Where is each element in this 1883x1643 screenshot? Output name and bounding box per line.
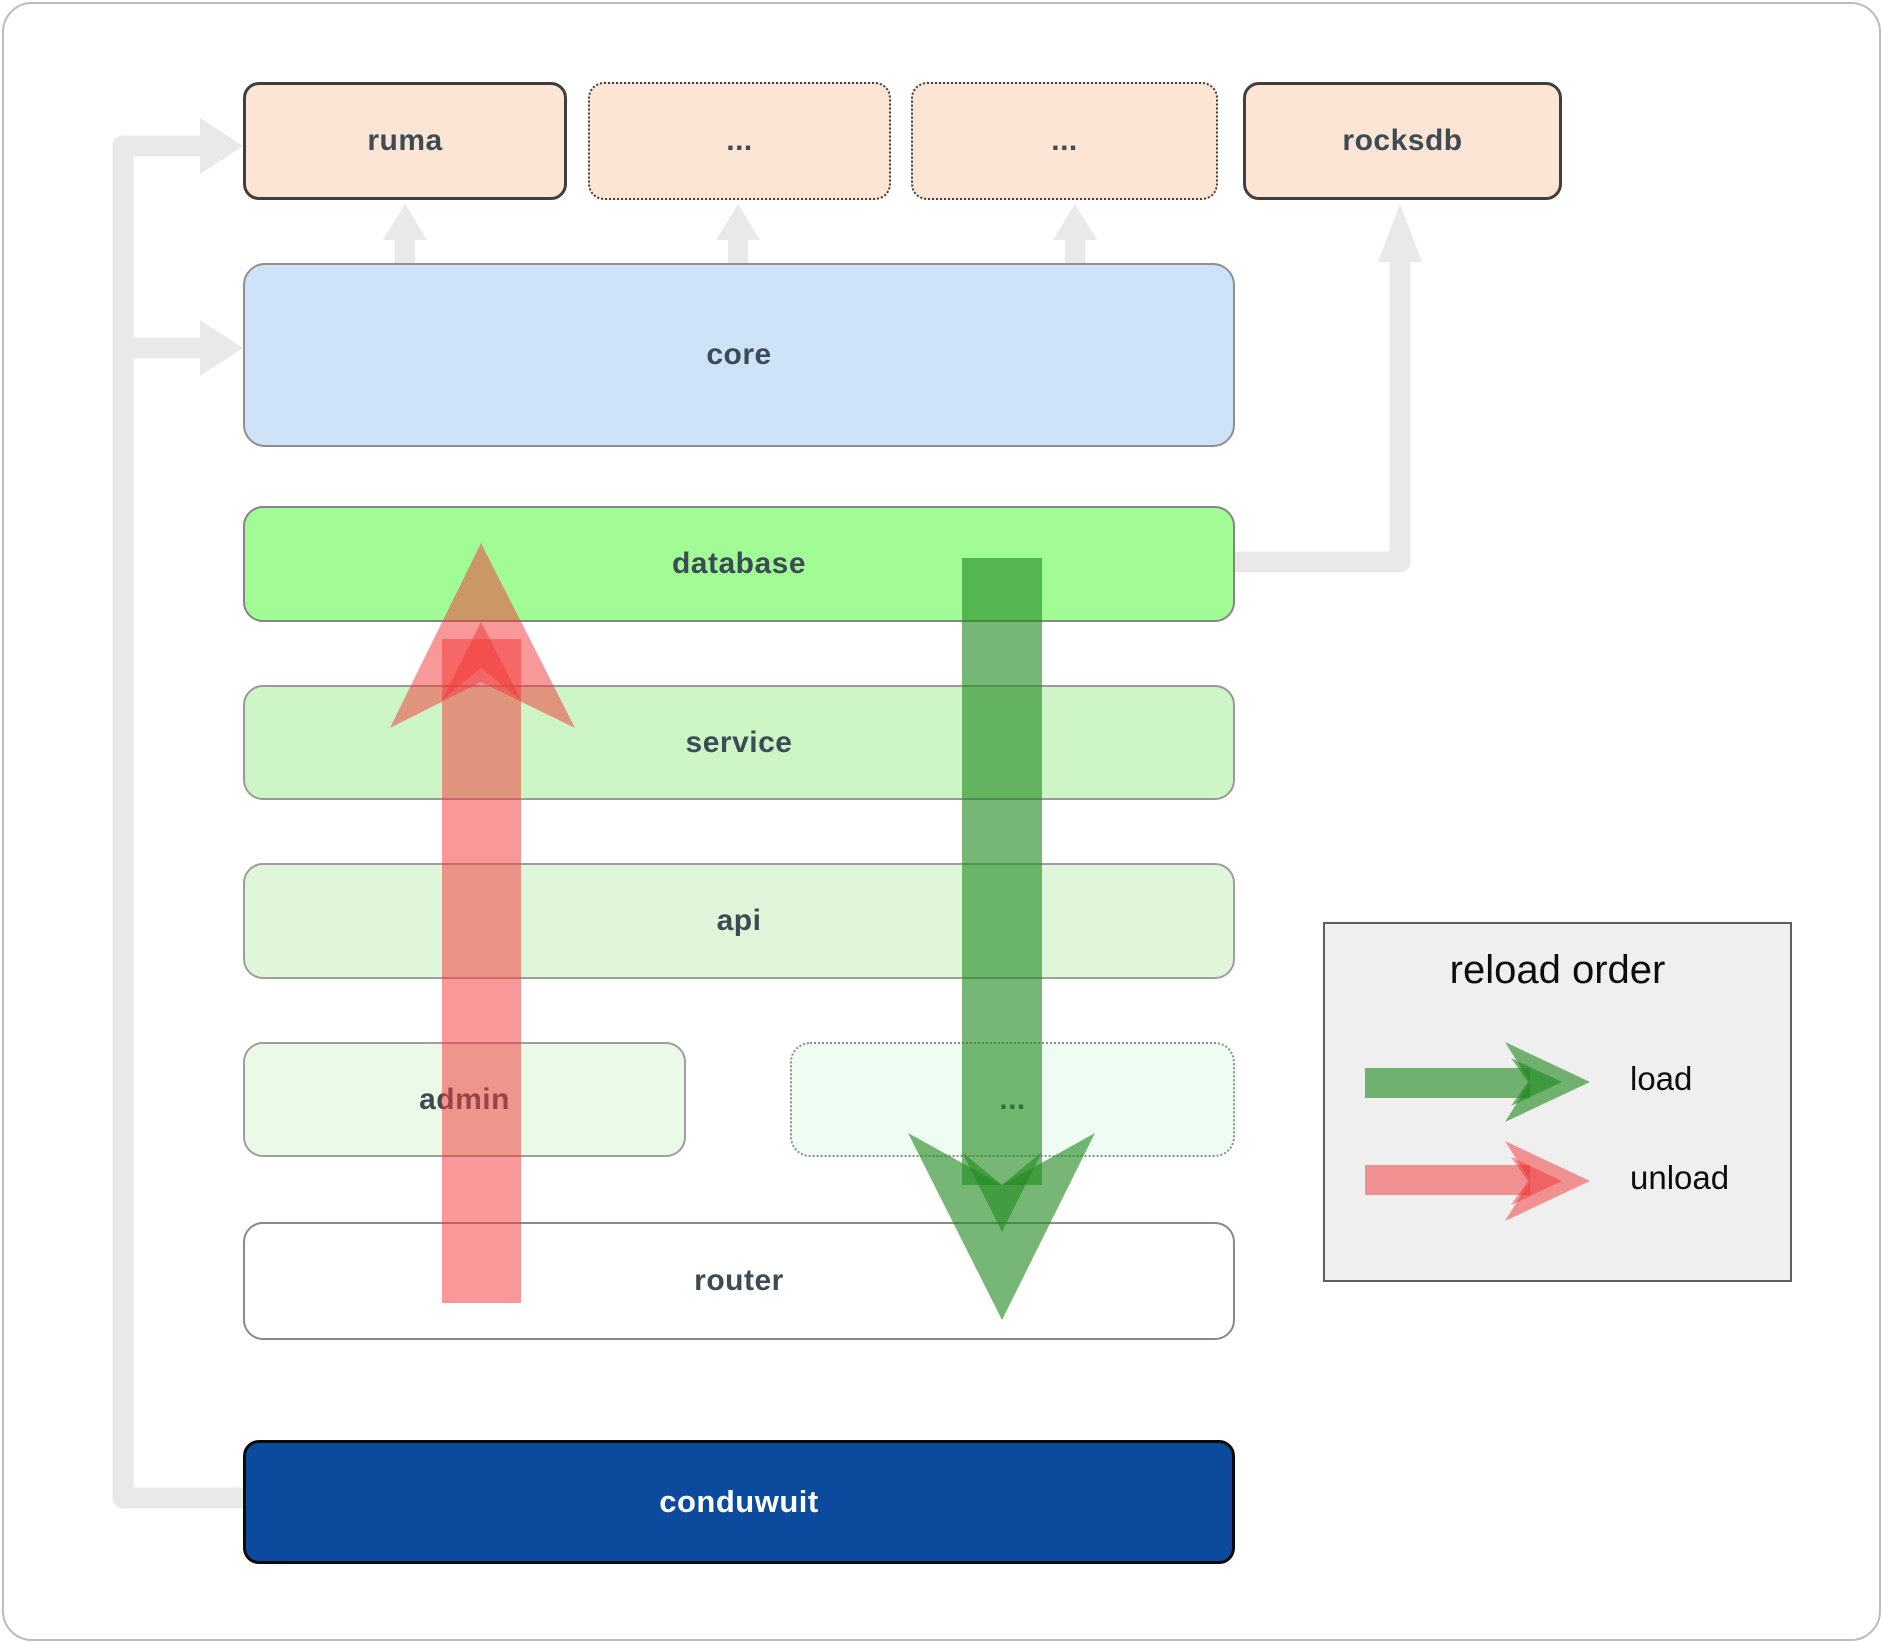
box-ellipsis-1-label: ...: [726, 124, 753, 157]
box-ruma-label: ruma: [367, 124, 443, 157]
box-ruma: ruma: [243, 82, 567, 200]
box-service: service: [243, 685, 1235, 800]
box-service-label: service: [685, 725, 793, 759]
box-router-label: router: [694, 1264, 784, 1297]
box-admin-label: admin: [419, 1082, 510, 1116]
box-conduwuit: conduwuit: [243, 1440, 1235, 1564]
box-core-label: core: [706, 338, 772, 371]
box-ellipsis-2: ...: [911, 82, 1218, 200]
box-core: core: [243, 263, 1235, 447]
box-api: api: [243, 863, 1235, 979]
box-ellipsis-3-label: ...: [999, 1082, 1026, 1116]
box-api-label: api: [716, 904, 762, 937]
box-router: router: [243, 1222, 1235, 1340]
box-admin: admin: [243, 1042, 686, 1157]
box-conduwuit-label: conduwuit: [659, 1484, 819, 1519]
box-database-label: database: [671, 547, 807, 580]
legend-label-unload: unload: [1630, 1159, 1730, 1196]
legend-label-load: load: [1630, 1060, 1693, 1097]
box-ellipsis-3: ...: [790, 1042, 1235, 1157]
box-database: database: [243, 506, 1235, 622]
box-ellipsis-2-label: ...: [1051, 124, 1078, 157]
box-rocksdb-label: rocksdb: [1342, 124, 1463, 157]
box-ellipsis-1: ...: [588, 82, 891, 200]
box-rocksdb: rocksdb: [1243, 82, 1562, 200]
legend-title: reload order: [1449, 948, 1666, 992]
